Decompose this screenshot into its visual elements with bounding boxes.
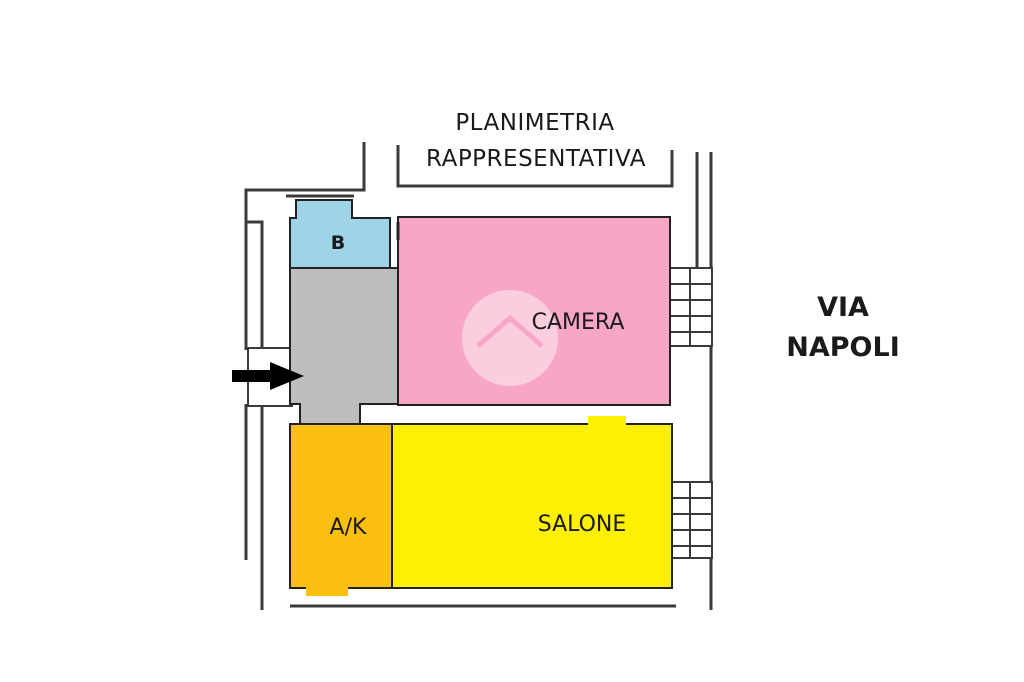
home-watermark-icon — [462, 290, 558, 386]
room-bathroom — [289, 199, 391, 269]
windows — [667, 267, 713, 559]
plan-title-line-1: PLANIMETRIA — [455, 110, 615, 136]
room-bedroom — [397, 216, 671, 406]
room-living-notch — [588, 416, 626, 426]
room-label-bathroom: B — [330, 232, 346, 254]
plan-title-line-2: RAPPRESENTATIVA — [426, 146, 646, 172]
room-hallway — [289, 267, 399, 426]
street-name-line-1: VIA — [817, 292, 869, 323]
room-kitchen — [289, 423, 393, 589]
room-label-living: SALONE — [537, 512, 627, 537]
room-label-kitchen: A/K — [329, 515, 367, 540]
street-name-line-2: NAPOLI — [786, 332, 900, 363]
room-living — [391, 423, 673, 589]
entrance-arrow-icon — [232, 362, 304, 390]
room-label-bedroom: CAMERA — [531, 310, 625, 335]
room-kitchen-notch — [306, 586, 348, 596]
